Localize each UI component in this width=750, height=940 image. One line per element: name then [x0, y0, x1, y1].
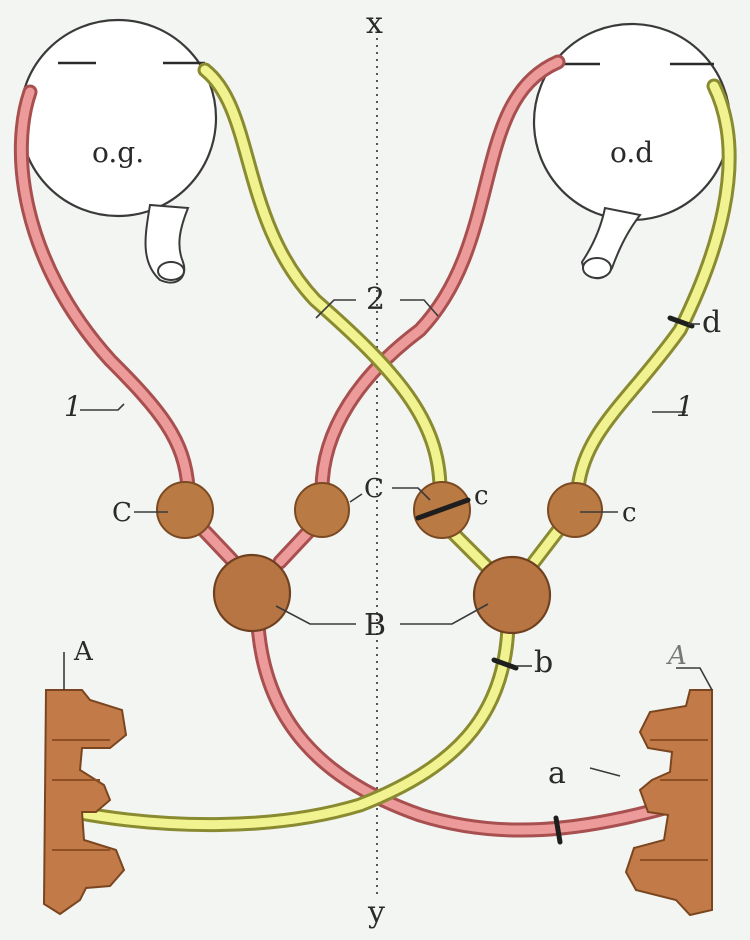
ganglion-c-outer-left	[157, 482, 213, 538]
ganglion-c-outer-right	[548, 483, 602, 537]
right-eye-label: o.d	[610, 136, 653, 169]
ganglion-b-right	[474, 557, 550, 633]
large-ganglia-label: B	[364, 608, 386, 643]
ganglion-c-outer-right-label: c	[622, 498, 637, 528]
nucleus-left-label: A	[73, 637, 94, 667]
cut-b-label: b	[534, 645, 553, 680]
crossing-nerves-label: 2	[366, 282, 385, 317]
nucleus-left	[44, 690, 126, 914]
axis-label-top: x	[366, 6, 383, 41]
cut-d-label: d	[702, 305, 721, 340]
left-eye-label: o.g.	[92, 136, 144, 169]
ganglion-c-outer-left-label: C	[112, 498, 132, 528]
ganglion-c-inner-left-label: C	[364, 474, 384, 504]
ganglion-c-inner-right-label: c	[474, 481, 489, 511]
ganglion-c-inner-left	[295, 483, 349, 537]
nucleus-right	[626, 690, 712, 915]
nucleus-right-label: A	[666, 641, 687, 671]
right-nerve-label: 1	[676, 390, 694, 423]
axis-label-bottom: y	[367, 895, 385, 930]
left-nerve-label: 1	[64, 390, 82, 423]
cut-a-label: a	[548, 756, 566, 791]
ganglion-b-left	[214, 555, 290, 631]
red-nerve-crossing	[322, 62, 558, 490]
